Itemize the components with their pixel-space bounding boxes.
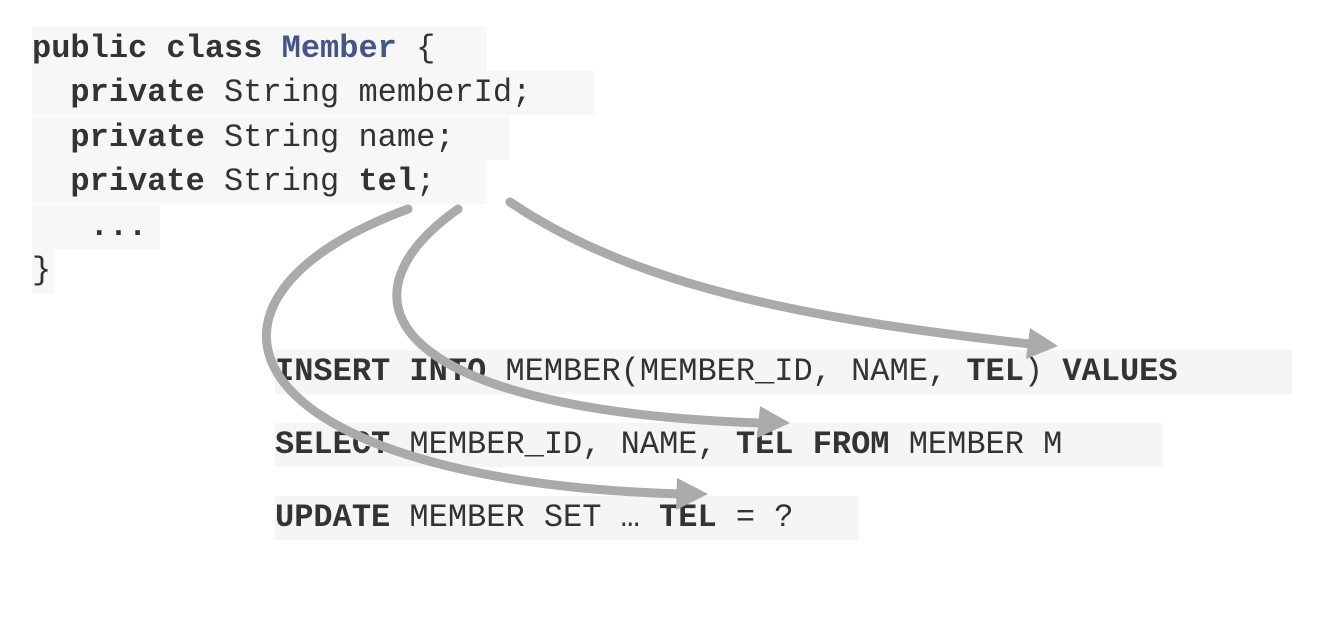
sql-insert-line: INSERT INTO MEMBER(MEMBER_ID, NAME, TEL)… <box>275 350 1292 394</box>
arrow-tel-to-select <box>392 204 790 438</box>
java-line-ellipsis: ... <box>32 205 160 249</box>
java-line-class-decl: public class Member { <box>32 27 487 71</box>
keyword-private: private <box>70 163 205 200</box>
sql-select-table: MEMBER M <box>908 426 1063 463</box>
sql-select-line: SELECT MEMBER_ID, NAME, TEL FROM MEMBER … <box>275 423 1163 467</box>
java-line-member-id: private String memberId; <box>32 71 594 115</box>
arrow-tel-to-insert <box>505 197 1058 359</box>
type-string: String <box>224 74 340 111</box>
keyword-public: public <box>32 30 148 67</box>
keyword-class: class <box>166 30 263 67</box>
sql-update-tel: TEL <box>659 499 717 536</box>
sql-update-param: = ? <box>735 499 794 536</box>
sql-select-tel: TEL <box>735 426 794 463</box>
sql-keyword-from: FROM <box>812 426 890 463</box>
sql-update-line: UPDATE MEMBER SET … TEL = ? <box>275 496 859 540</box>
class-name-member: Member <box>281 30 397 67</box>
sql-select-columns: MEMBER_ID, NAME, <box>409 426 717 463</box>
open-brace: { <box>416 30 436 67</box>
field-name: name; <box>358 119 455 156</box>
type-string: String <box>224 119 340 156</box>
sql-keyword-update: UPDATE <box>275 499 391 536</box>
close-brace: } <box>32 252 52 289</box>
arrow-tel-to-insert-line <box>505 197 1035 349</box>
java-line-close-brace: } <box>32 249 54 293</box>
java-line-name: private String name; <box>32 116 509 160</box>
keyword-private: private <box>70 119 205 156</box>
sql-insert-close-paren: ) <box>1023 353 1044 390</box>
sql-update-set: MEMBER SET … <box>409 499 640 536</box>
ellipsis: ... <box>89 208 148 245</box>
sql-keyword-select: SELECT <box>275 426 391 463</box>
keyword-private: private <box>70 74 205 111</box>
sql-keyword-into: INTO <box>409 353 487 390</box>
sql-keyword-values: VALUES <box>1062 353 1178 390</box>
type-string: String <box>224 163 340 200</box>
field-tel: tel <box>358 163 417 200</box>
java-line-tel: private String tel; <box>32 160 486 204</box>
sql-insert-columns: MEMBER(MEMBER_ID, NAME, <box>505 353 948 390</box>
sql-keyword-insert: INSERT <box>275 353 391 390</box>
field-member-id: memberId; <box>358 74 532 111</box>
semicolon: ; <box>416 163 436 200</box>
sql-insert-tel: TEL <box>966 353 1024 390</box>
